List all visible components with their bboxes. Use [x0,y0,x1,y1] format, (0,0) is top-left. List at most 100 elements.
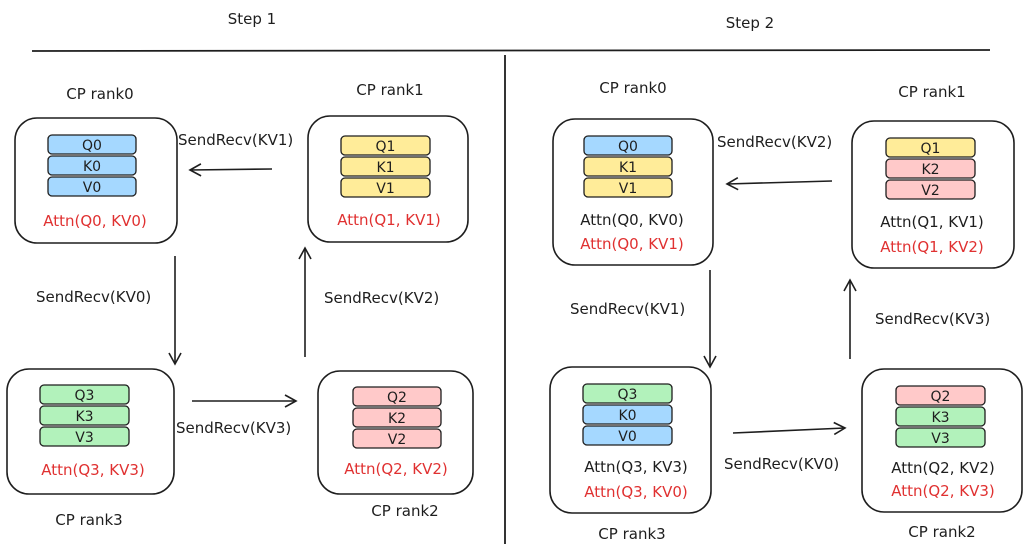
step1-title: Step 1 [228,10,276,28]
tensor-cell-k3 [895,406,986,427]
step2-rank1-title: CP rank1 [898,83,965,101]
tensor-label-q1: Q1 [376,139,396,155]
step2-rank2-attn: Attn(Q2, KV2) Attn(Q2, KV3) [891,459,995,500]
attn-new-label: Attn(Q3, KV0) [584,483,688,501]
tensor-label-k3: K3 [931,410,949,426]
tensor-cell-v0 [47,176,137,197]
tensor-label-q0: Q0 [618,139,638,155]
tensor-cell-k2 [885,158,976,179]
tensor-label-q2: Q2 [387,390,407,406]
step2-title: Step 2 [726,14,774,32]
attn-new-label: Attn(Q2, KV2) [344,460,448,478]
step2-label-rank0-to-rank3: SendRecv(KV1) [570,300,685,318]
tensor-label-v2: V2 [921,183,939,199]
tensor-cell-v3 [895,427,986,448]
tensor-label-q3: Q3 [618,387,638,403]
header-divider [31,49,991,52]
tensor-label-v1: V1 [619,181,637,197]
tensor-label-k3: K3 [75,409,93,425]
step2-arrow-rank1-to-rank0 [725,176,833,191]
step2-rank0-title: CP rank0 [599,79,666,97]
step1-arrow-rank1-to-rank0 [188,163,273,177]
step2-label-rank3-to-rank2: SendRecv(KV0) [724,455,839,473]
tensor-label-q0: Q0 [82,138,102,154]
step2-arrow-rank3-to-rank2 [732,421,847,436]
tensor-cell-v2 [885,179,976,200]
tensor-label-v3: V3 [75,430,93,446]
step1-label-rank0-to-rank3: SendRecv(KV0) [36,288,151,306]
tensor-label-k1: K1 [376,160,394,176]
attn-new-label: Attn(Q1, KV2) [880,238,984,256]
step1-label-rank1-to-rank0: SendRecv(KV1) [178,131,293,149]
tensor-label-k1: K1 [619,160,637,176]
step2-label-rank1-to-rank0: SendRecv(KV2) [717,133,832,151]
tensor-cell-k1 [340,156,431,177]
step1-rank3-title: CP rank3 [55,511,122,529]
attn-prev-label: Attn(Q2, KV2) [891,459,995,477]
tensor-cell-v0 [582,425,673,446]
attn-new-label: Attn(Q1, KV1) [337,211,441,229]
tensor-cell-k0 [47,155,137,176]
tensor-cell-v3 [39,426,130,447]
step1-rank1-title: CP rank1 [356,81,423,99]
tensor-label-v0: V0 [83,180,101,196]
step1-rank0-title: CP rank0 [66,85,133,103]
step2-rank1-attn: Attn(Q1, KV1) Attn(Q1, KV2) [880,213,984,256]
step1-label-rank2-to-rank1: SendRecv(KV2) [324,289,439,307]
tensor-label-q2: Q2 [931,389,951,405]
tensor-cell-q2 [895,385,986,406]
tensor-cell-k0 [582,404,673,425]
attn-new-label: Attn(Q2, KV3) [891,482,995,500]
step2-label-rank2-to-rank1: SendRecv(KV3) [875,310,990,328]
tensor-cell-q2 [352,386,442,407]
tensor-label-k2: K2 [921,162,939,178]
attn-new-label: Attn(Q0, KV1) [580,235,684,253]
tensor-label-v3: V3 [931,431,949,447]
step2-rank2-title: CP rank2 [908,523,975,541]
tensor-cell-k1 [583,156,673,177]
tensor-cell-q1 [885,137,976,158]
tensor-cell-v1 [340,177,431,198]
attn-prev-label: Attn(Q1, KV1) [880,213,984,231]
tensor-label-k2: K2 [388,411,406,427]
step1-rank2-title: CP rank2 [371,502,438,520]
tensor-label-q1: Q1 [921,141,941,157]
step1-rank1-attn: Attn(Q1, KV1) [337,211,441,229]
tensor-label-k0: K0 [618,408,636,424]
step2-rank3-attn: Attn(Q3, KV3) Attn(Q3, KV0) [584,458,688,501]
step2-rank0-attn: Attn(Q0, KV0) Attn(Q0, KV1) [580,211,684,253]
tensor-cell-q0 [47,134,137,155]
attn-new-label: Attn(Q0, KV0) [43,212,147,230]
tensor-cell-q1 [340,135,431,156]
step1-rank3-attn: Attn(Q3, KV3) [41,461,145,479]
attn-prev-label: Attn(Q0, KV0) [580,211,684,229]
attn-prev-label: Attn(Q3, KV3) [584,458,688,476]
tensor-label-q3: Q3 [75,388,95,404]
tensor-label-v1: V1 [376,181,394,197]
tensor-label-v2: V2 [388,432,406,448]
step1-label-rank3-to-rank2: SendRecv(KV3) [176,419,291,437]
step2-rank3-title: CP rank3 [598,525,665,543]
step1-rank2-attn: Attn(Q2, KV2) [344,460,448,478]
attn-new-label: Attn(Q3, KV3) [41,461,145,479]
step1-rank0-attn: Attn(Q0, KV0) [43,212,147,230]
tensor-cell-q0 [583,135,673,156]
tensor-cell-q3 [582,383,673,404]
tensor-cell-k3 [39,405,130,426]
tensor-label-k0: K0 [83,159,101,175]
tensor-cell-v1 [583,177,673,198]
tensor-label-v0: V0 [618,429,636,445]
tensor-cell-v2 [352,428,442,449]
tensor-cell-q3 [39,384,130,405]
